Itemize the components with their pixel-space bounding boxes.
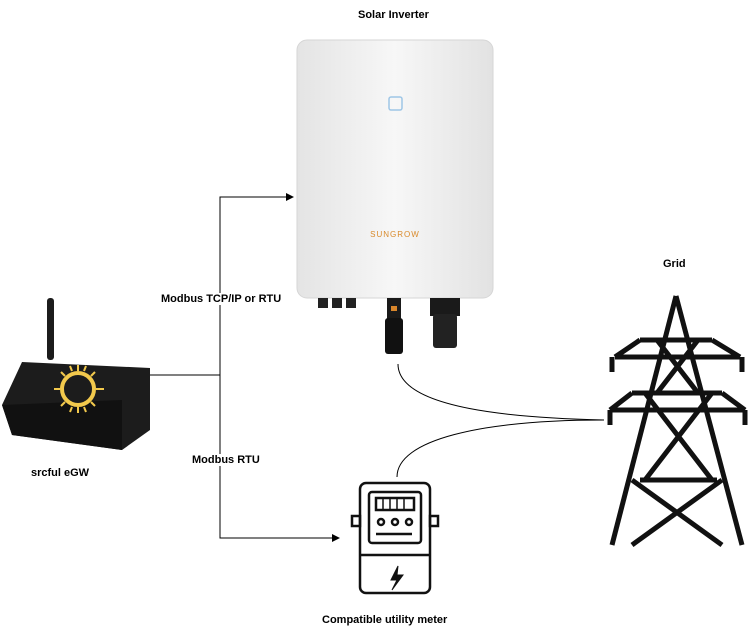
inverter-ac-connector — [385, 298, 403, 354]
srcful-gateway — [2, 298, 150, 450]
transmission-tower-icon — [607, 295, 748, 548]
gateway-to-meter-line — [219, 375, 340, 542]
solar-inverter: SUNGROW — [296, 39, 494, 354]
modbus-rtu-label: Modbus RTU — [192, 454, 260, 466]
gateway-title: srcful eGW — [31, 467, 90, 479]
inverter-cable-glands — [318, 298, 356, 308]
modbus-tcp-label: Modbus TCP/IP or RTU — [161, 293, 282, 305]
meter-title: Compatible utility meter — [322, 614, 448, 626]
inverter-status-led-icon — [388, 96, 403, 111]
inverter-title: Solar Inverter — [358, 9, 429, 21]
utility-meter — [350, 481, 440, 595]
gateway-to-inverter-line — [150, 193, 294, 376]
antenna-icon — [47, 298, 54, 360]
sun-logo-icon — [54, 365, 104, 413]
inverter-brand-logo: SUNGROW — [370, 230, 420, 239]
inverter-dc-connector — [430, 298, 460, 348]
meter-to-grid-cable — [396, 419, 605, 478]
connector-lines — [150, 193, 605, 542]
grid-title: Grid — [663, 258, 686, 270]
inverter-to-grid-cable — [397, 363, 605, 421]
